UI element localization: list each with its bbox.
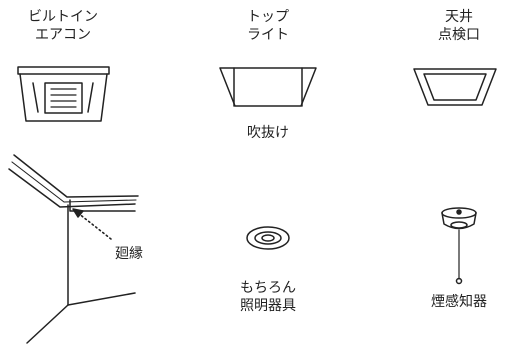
light-fixture-label-line1: もちろん bbox=[240, 280, 296, 296]
ac-body bbox=[19, 73, 108, 122]
hatch-outer bbox=[413, 68, 497, 106]
ceiling-hatch-label: 天井 点検口 bbox=[438, 8, 480, 44]
hatch-inner bbox=[423, 73, 487, 101]
builtin-ac-icon bbox=[17, 66, 110, 122]
ac-louver-left bbox=[32, 82, 39, 113]
builtin-ac-label-line1: ビルトイン bbox=[28, 9, 98, 25]
ac-grille-lines bbox=[50, 88, 77, 108]
molding-edge-outer bbox=[8, 168, 136, 208]
molding-edge-middle bbox=[11, 161, 137, 203]
fixture-inner-ring bbox=[261, 234, 275, 242]
builtin-ac-label: ビルトイン エアコン bbox=[28, 8, 98, 44]
mawaribuchi-label: 廻縁 bbox=[115, 246, 143, 262]
floor-line-left bbox=[26, 304, 69, 344]
ac-panel bbox=[44, 82, 83, 114]
top-light-label: トップ ライト bbox=[247, 8, 289, 44]
fukinuke-label: 吹抜け bbox=[247, 125, 289, 141]
crown-molding-icon bbox=[8, 154, 139, 344]
top-light-icon bbox=[219, 67, 317, 107]
ceiling-hatch-label-line2: 点検口 bbox=[438, 27, 480, 43]
ac-top-plate bbox=[17, 66, 110, 75]
detector-sensor bbox=[450, 221, 468, 229]
ceiling-hatch-label-line1: 天井 bbox=[445, 9, 473, 25]
smoke-detector-icon bbox=[441, 207, 477, 285]
top-light-label-line2: ライト bbox=[247, 27, 289, 43]
detector-center-dot bbox=[456, 209, 462, 215]
top-light-label-line1: トップ bbox=[247, 9, 289, 25]
detector-cord-knob bbox=[455, 277, 463, 285]
smoke-detector-label: 煙感知器 bbox=[431, 294, 487, 310]
molding-edge-top bbox=[13, 154, 139, 198]
fixture-middle-ring bbox=[254, 231, 282, 245]
light-fixture-label-line2: 照明器具 bbox=[240, 298, 296, 314]
top-light-well bbox=[233, 67, 303, 107]
top-light-frame bbox=[219, 67, 317, 107]
ac-louver-right bbox=[87, 82, 94, 113]
light-fixture-icon bbox=[246, 226, 290, 250]
light-fixture-label: もちろん 照明器具 bbox=[240, 279, 296, 315]
ceiling-hatch-icon bbox=[413, 68, 497, 106]
builtin-ac-label-line2: エアコン bbox=[35, 27, 91, 43]
fixture-outer-ring bbox=[246, 226, 290, 250]
detector-body bbox=[441, 212, 477, 230]
pointer-dotted-line bbox=[77, 212, 112, 240]
pointer-arrow-icon bbox=[72, 208, 84, 218]
floor-line-right bbox=[67, 292, 136, 306]
molding-edge-bottom bbox=[69, 199, 136, 212]
